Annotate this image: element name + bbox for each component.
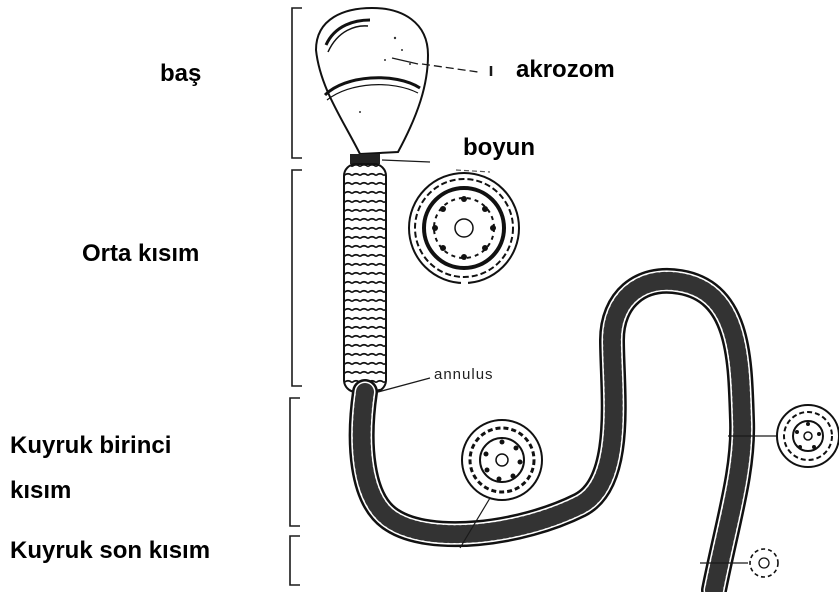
label-orta-kisim: Orta kısım xyxy=(82,240,199,268)
sperm-tail xyxy=(362,281,742,590)
label-bas: baş xyxy=(160,60,201,88)
sperm-midpiece xyxy=(344,164,386,392)
sperm-head xyxy=(316,8,428,154)
cross-section-midpiece xyxy=(409,173,519,286)
label-annulus: annulus xyxy=(434,366,494,383)
bracket-orta-kisim xyxy=(292,170,302,386)
label-kuyruk-son: Kuyruk son kısım xyxy=(10,537,210,565)
bracket-bas xyxy=(292,8,302,158)
label-boyun: boyun xyxy=(463,134,535,162)
label-kuyruk-birinci-line2: kısım xyxy=(10,477,71,505)
label-kuyruk-birinci-line1: Kuyruk birinci xyxy=(10,432,171,460)
bracket-kuyruk-birinci xyxy=(290,398,300,526)
bracket-kuyruk-son xyxy=(290,536,300,585)
label-akrozom: akrozom xyxy=(516,56,615,84)
